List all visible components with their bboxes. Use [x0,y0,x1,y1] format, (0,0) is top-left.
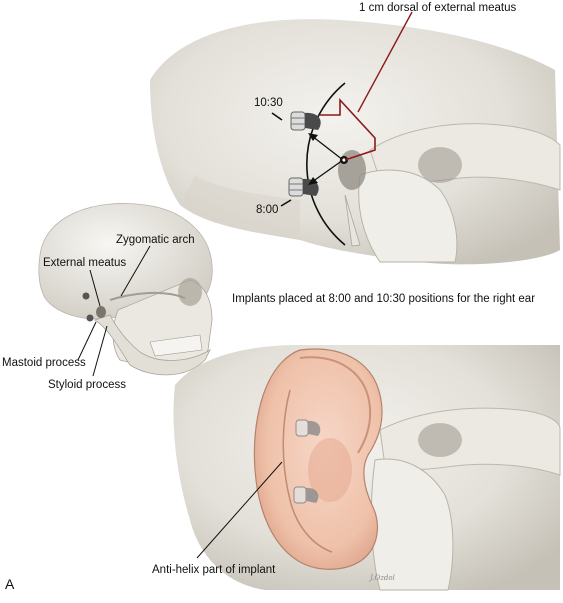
skull-implant-a [82,292,90,300]
top-mandible-condyle [358,169,458,263]
skull-teeth [149,334,203,357]
skull-orbit [178,278,202,306]
top-external-meatus [338,150,366,190]
tick-1030 [271,112,283,121]
skull-panel [38,203,213,377]
label-zygomatic-arch: Zygomatic arch [116,234,195,246]
ear-antihelix [282,389,333,553]
label-styloid-process: Styloid process [48,379,126,391]
ear-concha [308,438,352,502]
skull-meatus [96,306,106,318]
label-mastoid-process: Mastoid process [2,357,86,369]
ear-implant-upper [295,419,321,437]
label-anti-helix: Anti-helix part of implant [152,564,276,576]
label-implants-caption: Implants placed at 8:00 and 10:30 positi… [232,293,536,305]
leader-zygomatic [120,245,151,297]
leader-external-meatus [89,269,101,307]
leader-anti-helix [196,461,283,559]
dorsal-bracket [320,97,376,161]
leader-styloid [92,325,108,377]
top-styloid [344,194,361,247]
top-cavity [418,147,462,183]
arrow-to-800 [311,159,344,183]
label-external-meatus: External meatus [43,257,127,269]
artist-signature: J.Ozdol [370,574,395,582]
panel-letter: A [5,576,15,592]
leader-mastoid [77,321,97,361]
label-clock-800: 8:00 [256,204,279,216]
arrow-to-1030 [311,135,344,161]
dorsal-leader [357,11,413,113]
bottom-zygomatic-arch [379,407,561,476]
top-zygomatic-arch [369,123,561,191]
label-dorsal: 1 cm dorsal of external meatus [359,2,517,14]
clock-arc [306,82,346,246]
skull-implant-b [86,314,94,322]
tick-800 [280,199,292,207]
skull-mandible [94,314,211,376]
top-bone-panel [150,11,561,265]
skull-zygoma [109,291,186,301]
label-clock-1030: 10:30 [254,97,283,109]
ear-implant-lower [293,486,319,504]
ear-helix-rim [299,356,372,454]
bottom-bone-panel [173,345,561,591]
top-bone-shading [180,175,300,240]
implant-1030 [290,111,321,131]
bottom-cavity [418,423,462,457]
